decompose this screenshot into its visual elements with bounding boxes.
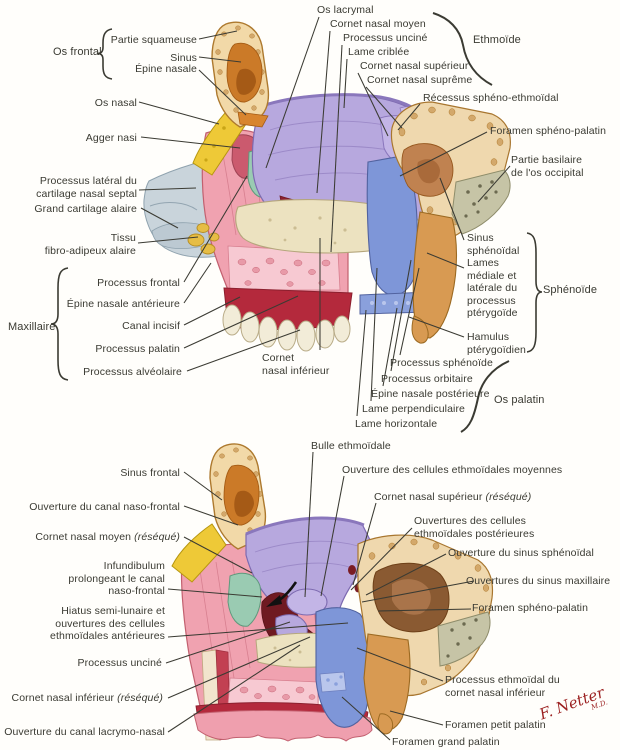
label-suffix-italic: (réséqué) <box>485 491 532 503</box>
label-cornet-nasal-moyen: Cornet nasal moyen <box>330 18 426 30</box>
label-grand-cartilage-alaire: Grand cartilage alaire <box>34 203 137 215</box>
label-processus-frontal: Processus frontal <box>97 277 180 289</box>
nasal-bone-lower-shape <box>171 523 227 583</box>
flow-arrow <box>266 581 298 607</box>
label-cornet-superieur-reseque: Cornet nasal supérieur (réséqué) <box>374 491 531 504</box>
hamulus-lower-shape <box>377 713 394 735</box>
ethmoid-bulla-shape <box>286 588 328 616</box>
label-foramen-spheno-palatin-upper: Foramen sphéno-palatin <box>490 125 607 137</box>
label-agger-nasi: Agger nasi <box>85 132 137 144</box>
maxillaire-brace <box>50 267 69 381</box>
leader-lines-upper <box>137 16 511 417</box>
palatine-bone-lower-shape <box>315 607 372 728</box>
label-text: Cornet nasal supérieur <box>374 491 483 503</box>
label-ouvertures-cellules-posterieures: Ouvertures des cellules ethmoïdales post… <box>414 515 535 540</box>
label-os-palatin-group: Os palatin <box>494 394 545 406</box>
label-text: Cornet nasal moyen <box>35 531 132 543</box>
label-ouverture-sinus-sphenoidal: Ouverture du sinus sphénoïdal <box>448 547 594 559</box>
occipital-basilar-shape <box>451 169 511 235</box>
label-processus-uncine-lower: Processus unciné <box>77 657 162 669</box>
label-foramen-grand-palatin: Foramen grand palatin <box>392 736 500 748</box>
label-processus-sphenoide: Processus sphénoïde <box>390 357 493 369</box>
os-palatin-brace <box>460 360 510 433</box>
label-suffix-italic: (réséqué) <box>134 531 180 543</box>
palatine-bone-shape <box>359 155 429 315</box>
lacrimal-bone-lower-shape <box>227 572 262 627</box>
label-sinus: Sinus <box>170 52 197 64</box>
label-ouverture-naso-frontal: Ouverture du canal naso-frontal <box>29 501 180 513</box>
label-suffix-italic: (réséqué) <box>117 692 163 704</box>
label-processus-palatin: Processus palatin <box>95 343 180 355</box>
frontal-bone-lower-shape <box>209 443 267 550</box>
label-text: Cornet nasal inférieur <box>11 692 115 704</box>
label-epine-nasale-posterieure: Épine nasale postérieure <box>371 388 490 400</box>
label-sinus-frontal: Sinus frontal <box>120 467 180 479</box>
label-os-lacrymal: Os lacrymal <box>317 4 374 16</box>
label-hiatus-semi-lunaire: Hiatus semi-lunaire et ouvertures des ce… <box>50 605 165 642</box>
sphenoide-brace <box>526 232 543 353</box>
label-ouverture-cellules-moyennes: Ouverture des cellules ethmoïdales moyen… <box>342 464 563 476</box>
label-lame-criblee: Lame criblée <box>348 46 410 58</box>
label-os-frontal-group: Os frontal <box>53 46 102 58</box>
label-processus-orbitaire: Processus orbitaire <box>381 373 473 385</box>
label-foramen-petit-palatin: Foramen petit palatin <box>445 719 546 731</box>
pterygoid-shape <box>411 211 457 344</box>
label-epine-nasale-anterieure: Épine nasale antérieure <box>66 298 180 310</box>
label-os-nasal: Os nasal <box>94 97 137 109</box>
label-maxillaire-group: Maxillaire <box>8 321 56 333</box>
frontal-bone-shape <box>211 21 270 128</box>
label-infundibulum: Infundibulum prolongeant le canal naso-f… <box>68 560 165 597</box>
label-processus-uncine: Processus unciné <box>343 32 428 44</box>
label-foramen-spheno-palatin-lower: Foramen sphéno-palatin <box>472 602 589 614</box>
label-sinus-sphenoidal: Sinus sphénoïdal <box>467 232 520 257</box>
occipital-basilar-lower-shape <box>437 611 491 667</box>
label-sphenoide-group: Sphénoïde <box>543 284 598 296</box>
label-lame-horizontale: Lame horizontale <box>355 418 438 430</box>
label-cornet-moyen-reseque: Cornet nasal moyen (réséqué) <box>0 531 180 544</box>
label-lames-processus-pterygoide: Lames médiale et latérale du processus p… <box>467 257 518 319</box>
os-frontal-brace <box>96 28 113 80</box>
label-ouverture-lacrymo-nasal: Ouverture du canal lacrymo-nasal <box>4 726 165 738</box>
label-tissu-fibro-adipeux: Tissu fibro-adipeux alaire <box>44 232 136 257</box>
label-processus-ethmoidal-cornet: Processus ethmoïdal du cornet nasal infé… <box>445 674 560 699</box>
ethmoide-brace <box>432 12 493 86</box>
lower-figure-illustration <box>165 443 494 742</box>
frontal-nasal-spine-shape <box>237 111 269 128</box>
fibroadipose-tissue-shape <box>187 223 220 255</box>
pterygoid-lower-shape <box>363 633 411 735</box>
label-cornet-nasal-supreme: Cornet nasal suprême <box>367 74 473 86</box>
label-recessus-spheno-ethmoidal: Récessus sphéno-ethmoïdal <box>423 92 559 104</box>
label-ouvertures-sinus-maxillaire: Ouvertures du sinus maxillaire <box>466 575 611 587</box>
label-processus-lateral-cartilage: Processus latéral du cartilage nasal sep… <box>36 175 137 200</box>
sphenoid-lower-shape <box>357 534 494 735</box>
label-canal-incisif: Canal incisif <box>122 320 180 332</box>
label-cornet-inferieur-reseque: Cornet nasal inférieur (réséqué) <box>0 692 163 705</box>
label-processus-alveolaire: Processus alvéolaire <box>83 366 182 378</box>
label-cornet-nasal-superieur: Cornet nasal supérieur <box>360 60 469 72</box>
label-bulle-ethmoidale: Bulle ethmoïdale <box>311 440 391 452</box>
label-partie-basilaire-occipital: Partie basilaire de l'os occipital <box>511 154 584 179</box>
label-lame-perpendiculaire: Lame perpendiculaire <box>362 403 465 415</box>
upper-figure-illustration <box>50 12 543 433</box>
label-epine-nasale: Épine nasale <box>135 63 197 75</box>
leader-lines-lower <box>165 451 475 741</box>
label-cornet-nasal-inferieur-upper: Cornet nasal inférieur <box>262 352 330 377</box>
label-ethmoide-group: Ethmoïde <box>473 34 521 46</box>
label-hamulus-pterygoidien: Hamulus ptérygoïdien <box>467 331 526 356</box>
group-braces-upper <box>50 12 543 433</box>
label-partie-squameuse: Partie squameuse <box>110 34 197 46</box>
